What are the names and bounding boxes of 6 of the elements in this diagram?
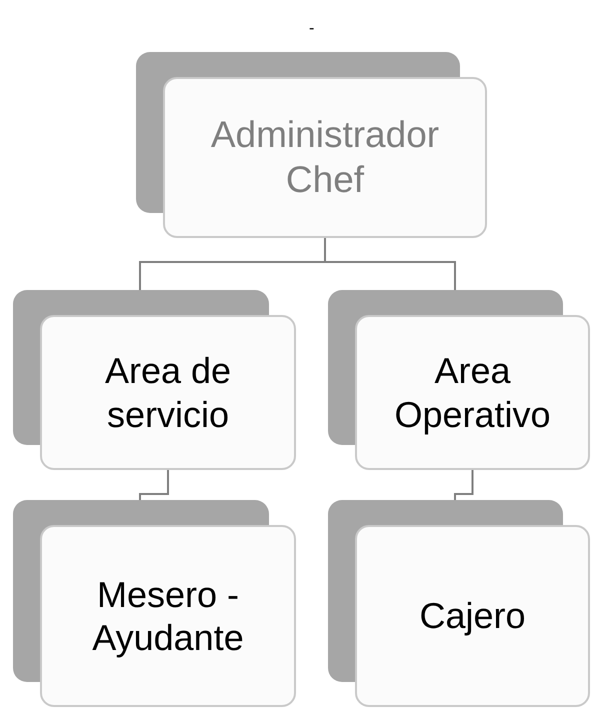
role-title: Administrador Chef [210,113,440,202]
role-title: Area Operativo [393,349,552,436]
role-title: Area de servicio [104,349,232,436]
role-title: Mesero - Ayudante [91,572,245,660]
note-text: - [309,20,314,38]
role-title: Cajero [418,594,527,638]
